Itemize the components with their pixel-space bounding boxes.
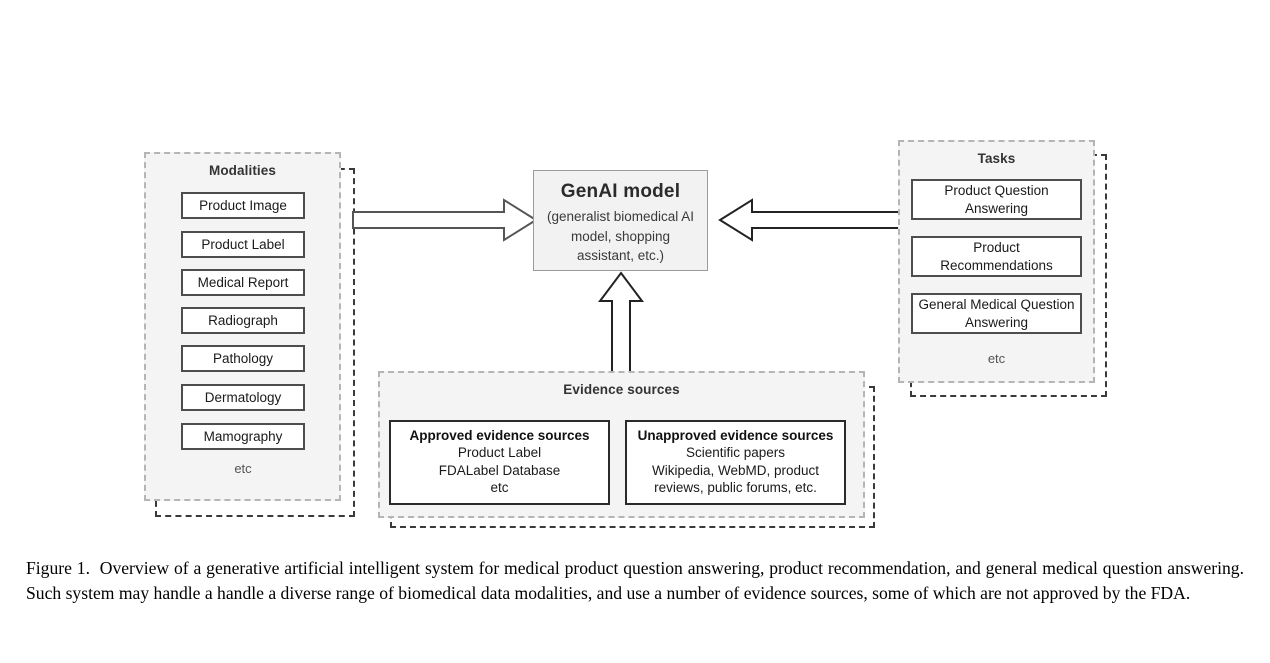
evidence-approved-line-2: FDALabel Database <box>438 462 561 478</box>
modalities-item-dermatology[interactable]: Dermatology <box>181 384 305 411</box>
figure-caption-text: Overview of a generative artificial inte… <box>26 558 1244 603</box>
tasks-etc-label: etc <box>987 351 1006 366</box>
evidence-approved-heading: Approved evidence sources <box>409 427 590 443</box>
evidence-unapproved-line-2: Wikipedia, WebMD, product <box>651 462 820 478</box>
arrow-modalities-to-model <box>352 198 538 242</box>
arrow-tasks-to-model <box>718 198 904 242</box>
tasks-item-product-recommendations[interactable]: Product Recommendations <box>911 236 1082 277</box>
modalities-item-pathology[interactable]: Pathology <box>181 345 305 372</box>
evidence-unapproved-line-3: reviews, public forums, etc. <box>654 480 817 496</box>
modalities-title: Modalities <box>208 163 276 178</box>
modalities-item-medical-report[interactable]: Medical Report <box>181 269 305 296</box>
figure-caption: Figure 1. Overview of a generative artif… <box>26 556 1244 605</box>
tasks-item-general-medical-question-answering[interactable]: General Medical Question Answering <box>911 293 1082 334</box>
figure-diagram: Modalities Product Image Product Label M… <box>144 140 1107 528</box>
evidence-unapproved-heading: Unapproved evidence sources <box>637 427 834 443</box>
tasks-title: Tasks <box>977 151 1016 166</box>
modalities-etc-label: etc <box>234 461 252 476</box>
evidence-approved-line-3: etc <box>490 480 509 496</box>
genai-model-subtitle: (generalist biomedical AI model, shoppin… <box>546 209 695 264</box>
evidence-title: Evidence sources <box>563 382 680 397</box>
genai-model-title: GenAI model <box>560 181 681 202</box>
evidence-unapproved-line-1: Scientific papers <box>685 444 786 460</box>
genai-model-box[interactable]: GenAI model (generalist biomedical AI mo… <box>533 170 708 271</box>
evidence-approved-line-1: Product Label <box>457 444 542 460</box>
modalities-item-mamography[interactable]: Mamography <box>181 423 305 450</box>
arrow-evidence-to-model <box>598 271 644 376</box>
modalities-item-product-image[interactable]: Product Image <box>181 192 305 219</box>
modalities-item-product-label[interactable]: Product Label <box>181 231 305 258</box>
tasks-item-product-question-answering[interactable]: Product Question Answering <box>911 179 1082 220</box>
figure-caption-label: Figure 1. <box>26 558 90 578</box>
evidence-unapproved-box[interactable]: Unapproved evidence sources Scientific p… <box>625 420 846 505</box>
modalities-item-radiograph[interactable]: Radiograph <box>181 307 305 334</box>
evidence-approved-box[interactable]: Approved evidence sources Product Label … <box>389 420 610 505</box>
